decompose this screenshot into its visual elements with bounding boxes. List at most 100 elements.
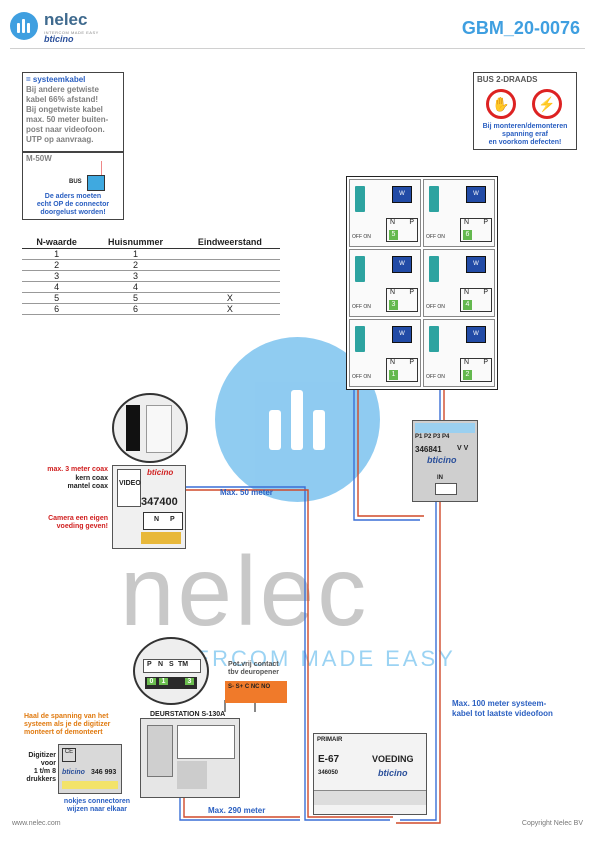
coax-shield-label: mantel coax	[67, 483, 108, 490]
logo-name: nelec	[44, 10, 88, 29]
distributor-ports: P1 P2 P3 P4	[415, 434, 450, 440]
dip-switch-label: OFF ON	[352, 234, 371, 240]
dip-switch-label: OFF ON	[426, 234, 445, 240]
distributor-terminals	[415, 423, 475, 433]
m50w-warning: De aders moeten echt OP de connector doo…	[36, 193, 110, 216]
footer-copyright: Copyright Nelec BV	[521, 820, 583, 827]
connector-icon	[87, 175, 105, 191]
distance-system: Max. 100 meter systeem- kabel tot laatst…	[452, 699, 553, 718]
power-model: E-67	[318, 754, 340, 765]
no-plug-icon: ✋	[486, 89, 516, 119]
camera-unit-icon	[177, 725, 235, 759]
power-supply: PRIMAIR E-67 VOEDING 346050 bticino	[313, 733, 427, 815]
power-code: 346050	[318, 770, 339, 776]
cable-note-line: UTP op aanvraag.	[26, 135, 94, 144]
coax-core-label: kern coax	[75, 475, 108, 482]
camera-module: VIDEO bticino 347400 N P	[112, 465, 186, 549]
contact-block: S- S+ C NC NO	[225, 681, 287, 703]
power-label: VOEDING	[372, 754, 414, 764]
monitor-number: 2	[463, 370, 472, 380]
monitor-screen-icon: W	[466, 186, 486, 203]
cable-note-line: Bij andere getwiste	[26, 85, 99, 94]
cable-bundle-icon	[177, 761, 207, 789]
power-brand: bticino	[378, 768, 408, 778]
monitor-screen-icon: W	[392, 186, 412, 203]
deurstation-title: DEURSTATION S-130A	[150, 711, 226, 718]
bus2-warning: Bij monteren/demonteren spanning eraf en…	[482, 123, 568, 146]
distributor-brand: bticino	[427, 455, 457, 465]
terminal-icon	[146, 405, 172, 453]
monitor-number: 3	[389, 300, 398, 310]
video-label: VIDEO	[119, 480, 141, 487]
dip-switch-zoom	[112, 393, 188, 463]
header-divider	[10, 48, 585, 49]
distributor-vv: V V	[457, 445, 469, 452]
digitizer-brand: bticino	[62, 769, 85, 776]
speaker-unit-icon	[147, 725, 173, 777]
deurstation-module	[140, 718, 240, 798]
table-header-cell: N-waarde	[22, 236, 92, 249]
camera-power-note: Camera een eigen voeding geven!	[48, 515, 108, 530]
ce-mark-icon: CE	[62, 748, 76, 762]
terminal-block-icon	[355, 186, 365, 212]
terminal-row: P N S TM	[143, 659, 201, 673]
watermark-logo-icon	[215, 337, 380, 502]
cable-note-line: max. 50 meter buiten-	[26, 115, 109, 124]
distance-door: Max. 290 meter	[208, 806, 266, 815]
m50w-note: M-50W BUS De aders moeten echt OP de con…	[22, 152, 124, 220]
monitor-number: 5	[389, 230, 398, 240]
monitor-number: 4	[463, 300, 472, 310]
distance-camera: Max. 50 meter	[220, 488, 273, 497]
cable-note-line: kabel 66% afstand!	[26, 95, 99, 104]
table-header-row: N-waarde Huisnummer Eindweerstand	[22, 236, 280, 249]
digitizer-code: 346 993	[91, 769, 117, 776]
document-id: GBM_20-0076	[461, 18, 580, 38]
table-header-cell: Eindweerstand	[179, 236, 280, 249]
dip-switch-label: OFF ON	[426, 304, 445, 310]
bus2-note: BUS 2-DRAADS ✋ ⚡ Bij monteren/demonteren…	[473, 72, 577, 150]
np-switch: N P	[143, 512, 183, 530]
table-header-cell: Huisnummer	[91, 236, 180, 249]
watermark-text: nelec	[120, 536, 370, 646]
cable-note-title: = systeemkabel	[26, 75, 86, 84]
terminal-zoom: P N S TM 0 1 3	[133, 637, 209, 705]
monitor-screen-icon: W	[466, 326, 486, 343]
monitor-number: 1	[389, 370, 398, 380]
power-terminals	[314, 790, 426, 805]
digitizer-hint: Haal de spanning van het systeem als je …	[24, 713, 111, 736]
bus-label: BUS	[69, 179, 82, 185]
connector-strip-icon	[62, 781, 118, 789]
terminal-block-icon	[355, 326, 365, 352]
monitor-number: 6	[463, 230, 472, 240]
logo-brand: bticino	[44, 34, 74, 44]
distributor-code: 346841	[415, 445, 442, 454]
dip-switch-row: 0 1 3	[145, 677, 197, 689]
dip-switch-label: OFF ON	[352, 304, 371, 310]
monitor-screen-icon: W	[392, 326, 412, 343]
dip-switch-label: OFF ON	[426, 374, 445, 380]
contact-note: Pot.vrij contact tbv deuropener	[228, 661, 279, 676]
cable-note-line: Bij ongetwiste kabel	[26, 105, 103, 114]
nelec-logo: nelec INTERCOM MADE EASY bticino	[10, 10, 110, 46]
monitor-screen-icon: W	[466, 256, 486, 273]
logo-tagline: INTERCOM MADE EASY	[44, 30, 99, 35]
monitor-screen-icon: W	[392, 256, 412, 273]
bus2-title: BUS 2-DRAADS	[477, 75, 538, 84]
